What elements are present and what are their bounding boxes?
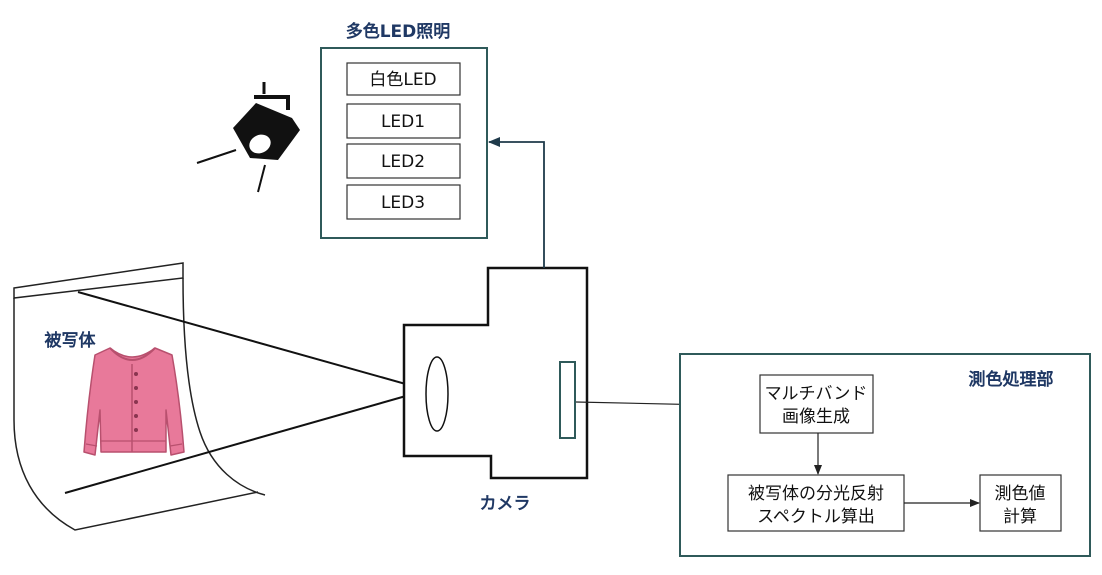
colorimetry-line-1: 測色値 xyxy=(995,484,1046,504)
multiband-line-1: マルチバンド xyxy=(765,384,868,404)
multiband-box: マルチバンド 画像生成 xyxy=(759,374,874,434)
led-item-white: 白色LED xyxy=(346,62,461,96)
view-line-top xyxy=(77,291,428,391)
colorimetry-line-2: 計算 xyxy=(1003,507,1037,527)
colorimetry-box: 測色値 計算 xyxy=(979,474,1062,532)
led-item-2: LED2 xyxy=(346,143,461,179)
led-item-3-label: LED3 xyxy=(381,193,425,213)
spotlight-icon xyxy=(196,82,300,193)
view-line-bottom xyxy=(64,389,428,494)
spectral-box: 被写体の分光反射 スペクトル算出 xyxy=(727,474,905,532)
cardigan-icon xyxy=(83,347,185,456)
spectral-line-2: スペクトル算出 xyxy=(757,507,875,527)
led-item-1-label: LED1 xyxy=(381,112,425,132)
led-item-3: LED3 xyxy=(346,184,461,220)
led-item-2-label: LED2 xyxy=(381,152,425,172)
led-item-1: LED1 xyxy=(346,103,461,139)
camera-to-lighting-arrow xyxy=(488,137,545,268)
processing-title: 測色処理部 xyxy=(969,369,1054,390)
camera-label: カメラ xyxy=(480,494,531,514)
multiband-line-2: 画像生成 xyxy=(782,407,850,427)
subject-label: 被写体 xyxy=(45,330,97,351)
camera-icon xyxy=(402,266,589,480)
spectral-line-1: 被写体の分光反射 xyxy=(748,484,884,504)
led-item-white-label: 白色LED xyxy=(369,70,436,90)
lighting-title: 多色LED照明 xyxy=(346,21,451,42)
